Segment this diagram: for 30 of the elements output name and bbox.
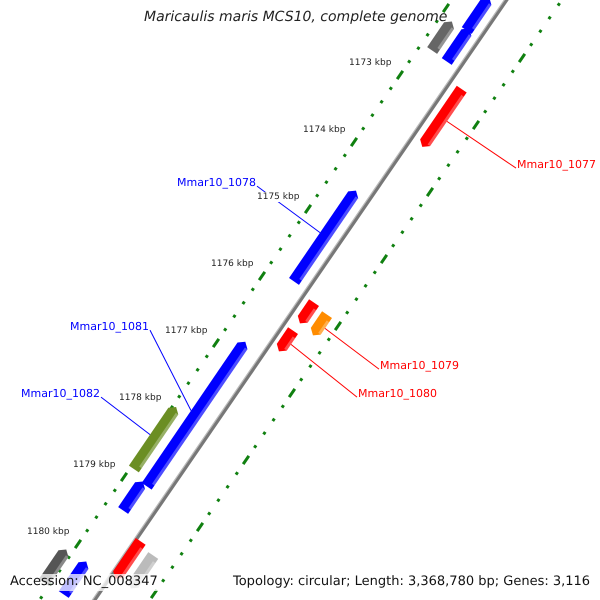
map-title: Maricaulis maris MCS10, complete genome	[144, 9, 448, 26]
gene-label: Mmar10_1078	[177, 177, 256, 190]
gene-label: Mmar10_1080	[358, 388, 437, 401]
gene-label: Mmar10_1077	[517, 159, 596, 172]
gene-bar	[442, 28, 472, 65]
scale-label: 1174 kbp	[302, 125, 346, 136]
gene-bar	[420, 86, 467, 147]
gene-bar	[310, 311, 332, 336]
scale-label: 1177 kbp	[164, 326, 208, 336]
gene-bar	[298, 299, 319, 324]
gene-bar	[128, 407, 178, 472]
scale-label: 1180 kbp	[26, 527, 70, 538]
leader-line	[100, 396, 151, 436]
genome-info-text: Topology: circular; Length: 3,368,780 bp; Genes: 3,116	[231, 574, 592, 591]
leader-line	[290, 344, 358, 398]
scale-label: 1176 kbp	[210, 259, 254, 270]
gene-label: Mmar10_1081	[70, 321, 149, 334]
gene-bar	[462, 0, 492, 34]
gene-bar	[142, 342, 248, 490]
leader-line	[446, 120, 516, 169]
scale-label: 1173 kbp	[348, 58, 392, 68]
gene-label: Mmar10_1079	[380, 360, 459, 373]
leader-line	[324, 328, 380, 370]
gene-bar	[276, 327, 298, 352]
gene-label: Mmar10_1082	[21, 388, 100, 401]
leader-line	[150, 330, 192, 412]
scale-label: 1178 kbp	[118, 393, 162, 404]
scale-label: 1175 kbp	[256, 192, 300, 202]
scale-label: 1179 kbp	[72, 460, 116, 470]
gene-bar	[118, 482, 145, 514]
